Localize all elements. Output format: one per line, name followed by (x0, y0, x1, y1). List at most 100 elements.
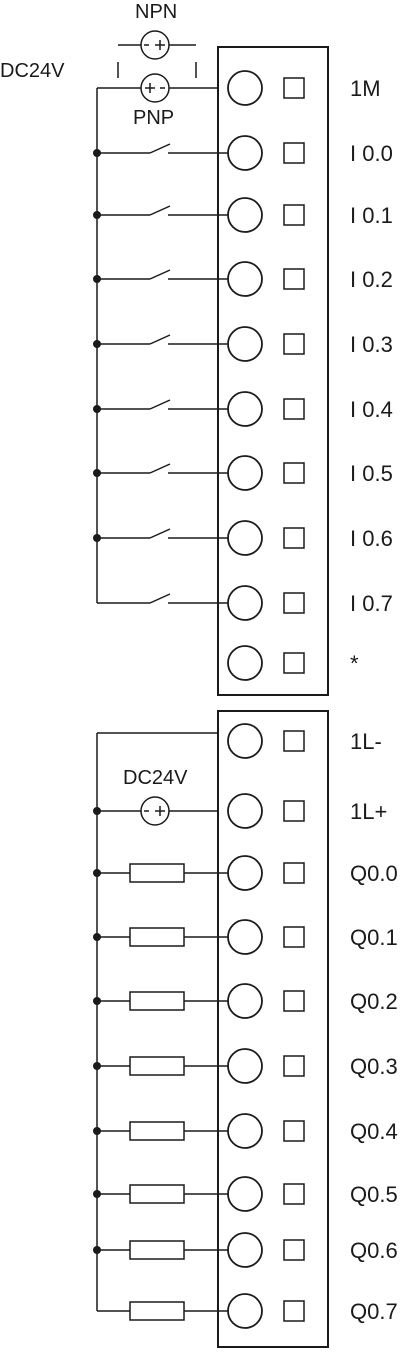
output-terminal-row: Q0.7 (97, 1293, 398, 1329)
terminal-marker-box (283, 652, 305, 674)
screw-terminal-icon (227, 520, 263, 556)
screw-terminal-icon (227, 1232, 263, 1268)
junction-dot (93, 1246, 101, 1254)
input-terminal-row: I 0.5 (93, 455, 393, 491)
input-switch-contact (97, 593, 228, 604)
terminal-marker-box (283, 462, 305, 484)
output-terminal-row: Q0.5 (93, 1176, 398, 1212)
input-terminal-label: I 0.1 (350, 203, 393, 228)
terminal-marker-box (283, 1183, 305, 1205)
output-terminal-rows: 1L- 1L+ Q0.0Q0.1Q0.2Q0.3Q0.4Q0.5Q0.6Q0.7 (93, 723, 398, 1329)
output-terminal-label: 1L+ (350, 799, 387, 824)
input-terminal-label: I 0.0 (350, 141, 393, 166)
terminal-marker-box (283, 730, 305, 752)
terminal-marker-box (283, 268, 305, 290)
input-switch-contact (93, 399, 228, 413)
screw-terminal-icon (227, 261, 263, 297)
input-terminal-row: * (227, 645, 359, 681)
input-terminal-label: * (350, 651, 359, 676)
output-terminal-label: Q0.3 (350, 1054, 398, 1079)
input-terminal-label: I 0.7 (350, 591, 393, 616)
output-terminal-row: 1L- (227, 723, 382, 759)
output-load-resistor (93, 863, 228, 883)
input-switch-contact (93, 528, 228, 542)
input-supply-voltage-label: DC24V (0, 60, 65, 82)
output-supply-voltage-label: DC24V (123, 767, 188, 789)
screw-terminal-icon (227, 723, 263, 759)
input-terminal-row: I 0.2 (93, 261, 393, 297)
input-terminal-rows: 1MI 0.0I 0.1I 0.2I 0.3I 0.4I 0.5I 0.6I 0… (93, 70, 393, 681)
screw-terminal-icon (227, 197, 263, 233)
terminal-marker-box (283, 862, 305, 884)
junction-dot (93, 933, 101, 941)
terminal-marker-box (283, 142, 305, 164)
terminal-marker-box (283, 800, 305, 822)
junction-dot (93, 469, 101, 477)
output-terminal-label: Q0.0 (350, 861, 398, 886)
input-terminal-label: I 0.3 (350, 332, 393, 357)
output-terminal-row: Q0.6 (93, 1232, 398, 1268)
input-terminal-row: 1M (227, 70, 381, 106)
input-terminal-row: I 0.0 (93, 135, 393, 171)
output-terminal-label: Q0.1 (350, 925, 398, 950)
terminal-marker-box (283, 1120, 305, 1142)
input-terminal-label: I 0.5 (350, 461, 393, 486)
screw-terminal-icon (227, 793, 263, 829)
screw-terminal-icon (227, 1176, 263, 1212)
npn-source-symbol (117, 30, 197, 78)
junction-dot (93, 1190, 101, 1198)
input-switch-contact (93, 463, 228, 477)
junction-dot (93, 997, 101, 1005)
output-dc-source-symbol (93, 796, 218, 826)
screw-terminal-icon (227, 455, 263, 491)
input-switch-contact (93, 143, 228, 157)
junction-dot (93, 275, 101, 283)
output-load-resistor (93, 1240, 228, 1260)
input-switch-contact (93, 334, 228, 348)
pnp-source-symbol (97, 73, 218, 103)
terminal-marker-box (283, 204, 305, 226)
output-terminal-row: Q0.4 (93, 1113, 398, 1149)
input-switch-contact (93, 205, 228, 219)
junction-dot (93, 405, 101, 413)
output-terminal-label: Q0.6 (350, 1238, 398, 1263)
junction-dot (93, 1062, 101, 1070)
input-terminal-row: I 0.6 (93, 520, 393, 556)
input-terminal-row: I 0.7 (97, 585, 393, 621)
screw-terminal-icon (227, 919, 263, 955)
output-load-resistor (93, 1184, 228, 1204)
output-terminal-label: Q0.7 (350, 1299, 398, 1324)
junction-dot (93, 211, 101, 219)
junction-dot (93, 534, 101, 542)
terminal-marker-box (283, 990, 305, 1012)
screw-terminal-icon (227, 1293, 263, 1329)
screw-terminal-icon (227, 855, 263, 891)
output-terminal-row: Q0.2 (93, 983, 398, 1019)
input-terminal-row: I 0.3 (93, 326, 393, 362)
screw-terminal-icon (227, 391, 263, 427)
output-terminal-row: Q0.1 (93, 919, 398, 955)
output-load-resistor (93, 1121, 228, 1141)
screw-terminal-icon (227, 585, 263, 621)
screw-terminal-icon (227, 645, 263, 681)
output-terminal-block (217, 710, 329, 1348)
terminal-marker-box (283, 398, 305, 420)
terminal-marker-box (283, 77, 305, 99)
junction-dot (93, 340, 101, 348)
screw-terminal-icon (227, 1113, 263, 1149)
terminal-marker-box (283, 1055, 305, 1077)
input-terminal-block (217, 46, 329, 696)
junction-dot (93, 149, 101, 157)
input-terminal-label: 1M (350, 76, 381, 101)
terminal-marker-box (283, 333, 305, 355)
screw-terminal-icon (227, 70, 263, 106)
input-switch-contact (93, 269, 228, 283)
output-terminal-label: 1L- (350, 729, 382, 754)
output-load-resistor (93, 927, 228, 947)
output-terminal-row: 1L+ (227, 793, 387, 829)
screw-terminal-icon (227, 1048, 263, 1084)
output-load-resistor (97, 1301, 228, 1321)
terminal-marker-box (283, 1300, 305, 1322)
output-terminal-label: Q0.4 (350, 1119, 398, 1144)
